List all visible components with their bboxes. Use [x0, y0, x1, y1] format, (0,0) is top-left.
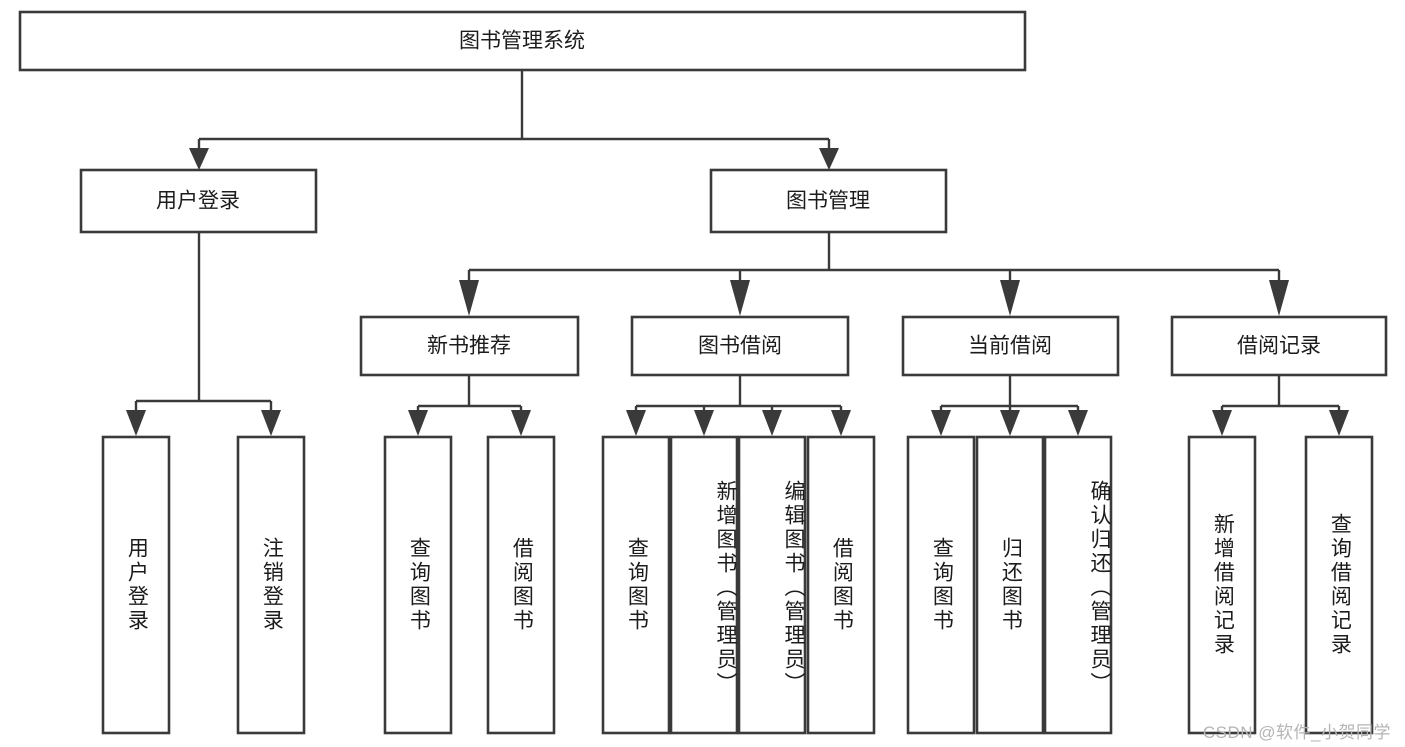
node-l1-0-box[interactable]: [79, 168, 318, 234]
arrow-head-lf-3: [511, 410, 531, 436]
arrow-head-l2-2: [1000, 280, 1020, 316]
node-lf-6-box[interactable]: [737, 435, 807, 735]
node-lf-0-box[interactable]: [101, 435, 171, 735]
arrow-head-lf-5: [694, 410, 714, 436]
arrow-head-l1-1: [819, 148, 839, 170]
node-l2-0-label: 新书推荐: [427, 335, 511, 358]
arrow-head-l2-0: [459, 280, 479, 316]
arrow-head-lf-2: [408, 410, 428, 436]
node-lf-5-box[interactable]: [669, 435, 739, 735]
node-lf-1-box[interactable]: [236, 435, 306, 735]
connector-group-l2-2: [931, 375, 1088, 436]
node-l2-1-label: 图书借阅: [698, 335, 782, 358]
node-lf-11-box[interactable]: [1187, 435, 1257, 735]
arrow-head-lf-6: [762, 410, 782, 436]
node-l1-1-box[interactable]: [709, 168, 948, 234]
arrow-head-l2-3: [1269, 280, 1289, 316]
node-lf-12-box[interactable]: [1304, 435, 1374, 735]
node-lf-2-box[interactable]: [383, 435, 453, 735]
node-l2-2-box[interactable]: [901, 315, 1120, 377]
arrow-head-l1-0: [189, 148, 209, 170]
node-lf-7-box[interactable]: [806, 435, 876, 735]
arrow-head-lf-4: [626, 410, 646, 436]
connector-group-root: [189, 70, 839, 170]
node-lf-4-box[interactable]: [601, 435, 671, 735]
node-l1-1-label: 图书管理: [786, 190, 870, 213]
node-lf-3-box[interactable]: [486, 435, 556, 735]
node-l2-2-label: 当前借阅: [968, 335, 1052, 358]
node-lf-10-box[interactable]: [1043, 435, 1113, 735]
node-lf-9-box[interactable]: [975, 435, 1045, 735]
node-l2-0-box[interactable]: [359, 315, 580, 377]
node-lf-8-box[interactable]: [906, 435, 976, 735]
node-root-box[interactable]: [18, 10, 1027, 72]
connector-group-l2-3: [1212, 375, 1349, 436]
arrow-head-lf-11: [1212, 410, 1232, 436]
connector-group-l1-1: [459, 232, 1289, 316]
arrow-head-lf-1: [261, 410, 281, 436]
arrow-head-lf-0: [126, 410, 146, 436]
arrow-head-lf-12: [1329, 410, 1349, 436]
node-root-label: 图书管理系统: [459, 30, 585, 53]
connector-group-l2-1: [626, 375, 851, 436]
arrow-head-lf-8: [931, 410, 951, 436]
node-l2-3-box[interactable]: [1170, 315, 1388, 377]
arrow-head-lf-7: [831, 410, 851, 436]
node-l2-3-label: 借阅记录: [1237, 335, 1321, 358]
node-l2-1-box[interactable]: [630, 315, 850, 377]
arrow-head-lf-9: [1000, 410, 1020, 436]
arrow-head-lf-10: [1068, 410, 1088, 436]
connector-group-l1-0: [126, 232, 281, 436]
connector-group-l2-0: [408, 375, 531, 436]
node-l1-0-label: 用户登录: [156, 190, 240, 213]
arrow-head-l2-1: [730, 280, 750, 316]
csdn-watermark: CSDN @软件_小贺同学: [1202, 723, 1391, 742]
